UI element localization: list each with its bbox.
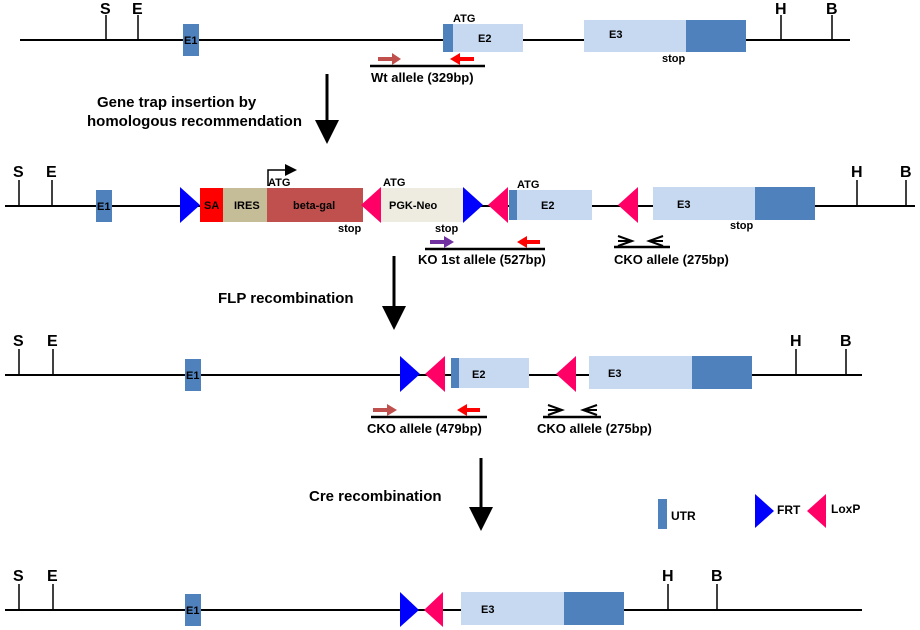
exon-3 bbox=[461, 592, 564, 625]
stop-label: stop bbox=[662, 53, 686, 65]
exon-3-utr bbox=[692, 356, 752, 389]
loxp-site bbox=[424, 592, 443, 627]
exon-3-label: E3 bbox=[609, 29, 622, 41]
cre-step-label: Cre recombination bbox=[309, 488, 442, 505]
exon-1 bbox=[96, 190, 112, 222]
ko-first-allele-label: KO 1st allele (527bp) bbox=[418, 252, 546, 267]
site-s: S bbox=[13, 164, 24, 181]
site-b: B bbox=[900, 164, 912, 181]
stop-label: stop bbox=[338, 223, 362, 235]
frt-site bbox=[400, 592, 419, 627]
site-e: E bbox=[47, 333, 58, 350]
cko-479-allele-label: CKO allele (479bp) bbox=[367, 421, 482, 436]
site-h: H bbox=[851, 164, 863, 181]
exon-2-label: E2 bbox=[478, 33, 491, 45]
ko-first-forward-primer-arrow bbox=[430, 236, 454, 248]
utr-legend-label: UTR bbox=[671, 509, 696, 523]
loxp-site bbox=[488, 187, 508, 223]
ko-first-reverse-primer-arrow bbox=[517, 236, 540, 248]
exon-3-utr bbox=[686, 20, 746, 52]
frt-site bbox=[400, 356, 420, 392]
promoter-arrow bbox=[267, 164, 297, 186]
gene-trap-step-line1: Gene trap insertion by bbox=[97, 94, 257, 111]
ko-first-allele-row: S E H B E1 SA IRES beta-gal ATG stop PGK… bbox=[5, 164, 915, 267]
exon-3 bbox=[589, 356, 692, 389]
site-s: S bbox=[100, 1, 111, 18]
site-e: E bbox=[46, 164, 57, 181]
cko-479-forward-primer-arrow bbox=[373, 404, 397, 416]
exon-2-utr bbox=[451, 358, 459, 388]
site-h: H bbox=[790, 333, 802, 350]
ires-cassette bbox=[223, 188, 267, 222]
exon-3-label: E3 bbox=[481, 604, 494, 616]
exon-1 bbox=[183, 24, 199, 56]
cko-allele-row: S E H B E1 E2 E3 CKO allele (479bp) CKO … bbox=[5, 333, 862, 436]
exon-1-label: E1 bbox=[184, 35, 197, 47]
atg-label: ATG bbox=[453, 13, 475, 25]
pgk-neo-label: PGK-Neo bbox=[389, 200, 438, 212]
utr-legend-swatch bbox=[658, 499, 667, 529]
exon-3-label: E3 bbox=[677, 199, 690, 211]
exon-1-label: E1 bbox=[186, 605, 199, 617]
beta-gal-cassette bbox=[267, 188, 363, 222]
frt-legend-label: FRT bbox=[777, 503, 801, 517]
atg-label: ATG bbox=[517, 179, 539, 191]
wt-reverse-primer-arrow bbox=[450, 53, 474, 65]
exon-3 bbox=[653, 187, 755, 220]
exon-3-utr bbox=[564, 592, 624, 625]
legend: UTR FRT LoxP bbox=[658, 494, 860, 529]
exon-2 bbox=[517, 190, 592, 220]
exon-1-label: E1 bbox=[186, 370, 199, 382]
loxp-site bbox=[425, 356, 445, 392]
exon-3-label: E3 bbox=[608, 368, 621, 380]
loxp-site bbox=[556, 356, 576, 392]
pgk-neo-cassette bbox=[381, 188, 463, 222]
site-h: H bbox=[662, 568, 674, 585]
exon-2 bbox=[459, 358, 529, 388]
frt-site bbox=[463, 187, 483, 223]
stop-label: stop bbox=[435, 223, 459, 235]
exon-2-utr bbox=[509, 190, 517, 220]
site-e: E bbox=[47, 568, 58, 585]
loxp-legend-swatch bbox=[807, 494, 826, 528]
atg-label: ATG bbox=[383, 177, 405, 189]
wildtype-allele-row: S E H B E1 E2 ATG E3 stop Wt allele (329… bbox=[20, 1, 850, 85]
site-h: H bbox=[775, 1, 787, 18]
exon-2 bbox=[453, 24, 523, 52]
loxp-legend-label: LoxP bbox=[831, 502, 860, 516]
exon-1 bbox=[185, 594, 201, 626]
site-e: E bbox=[132, 1, 143, 18]
wt-allele-label: Wt allele (329bp) bbox=[371, 70, 474, 85]
gene-trap-step-line2: homologous recommendation bbox=[87, 113, 302, 130]
site-b: B bbox=[711, 568, 723, 585]
site-s: S bbox=[13, 568, 24, 585]
cko-479-reverse-primer-arrow bbox=[457, 404, 480, 416]
site-b: B bbox=[826, 1, 838, 18]
splice-acceptor bbox=[200, 188, 223, 222]
deleted-allele-row: S E H B E1 E3 bbox=[5, 568, 862, 627]
atg-label: ATG bbox=[268, 177, 290, 189]
exon-3 bbox=[584, 20, 686, 52]
site-s: S bbox=[13, 333, 24, 350]
exon-3-utr bbox=[755, 187, 815, 220]
exon-1-label: E1 bbox=[97, 201, 110, 213]
loxp-site bbox=[618, 187, 638, 223]
exon-2-label: E2 bbox=[472, 369, 485, 381]
frt-legend-swatch bbox=[755, 494, 774, 528]
ires-label: IRES bbox=[234, 200, 260, 212]
exon-2-label: E2 bbox=[541, 200, 554, 212]
loxp-site bbox=[361, 187, 381, 223]
frt-site bbox=[180, 187, 200, 223]
cko-275-allele-label: CKO allele (275bp) bbox=[614, 252, 729, 267]
cko-275-allele-label: CKO allele (275bp) bbox=[537, 421, 652, 436]
exon-1 bbox=[185, 359, 201, 391]
flp-step-label: FLP recombination bbox=[218, 290, 354, 307]
sa-label: SA bbox=[204, 200, 219, 212]
beta-gal-label: beta-gal bbox=[293, 200, 335, 212]
exon-2-utr bbox=[443, 24, 453, 52]
wt-forward-primer-arrow bbox=[378, 53, 401, 65]
site-b: B bbox=[840, 333, 852, 350]
stop-label: stop bbox=[730, 220, 754, 232]
